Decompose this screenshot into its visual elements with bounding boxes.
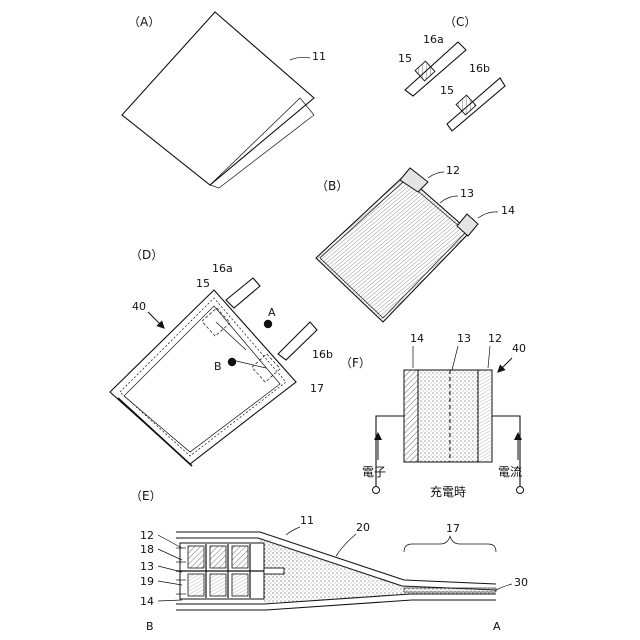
film-bottom — [176, 600, 496, 610]
electrode-14-f — [404, 370, 418, 462]
ref-label-18-e: 18 — [140, 543, 154, 556]
leader-13-e — [158, 566, 182, 572]
separator-13-f — [418, 370, 478, 462]
tab-16a — [405, 42, 466, 96]
ref-label-16b-d: 16b — [312, 348, 333, 361]
ref-label-14-b: 14 — [501, 204, 515, 217]
ref-label-12-b: 12 — [446, 164, 460, 177]
layer-30 — [404, 588, 496, 592]
section-end-b: B — [146, 620, 154, 633]
leader-12-e — [158, 535, 182, 548]
electrode-12-f — [478, 370, 492, 462]
point-b-label: B — [214, 360, 222, 373]
label-electron: 電子 — [362, 465, 386, 479]
ref-label-40-d: 40 — [132, 300, 146, 313]
leader-18-e — [158, 549, 182, 560]
panel-b: （B） 12 13 14 — [316, 164, 515, 322]
arrow-40-f — [500, 358, 512, 370]
label-current: 電流 — [498, 465, 522, 479]
leader-12-f — [488, 346, 490, 368]
ref-label-13-f: 13 — [457, 332, 471, 345]
ref-label-17-d: 17 — [310, 382, 324, 395]
arrow-40-d — [148, 312, 162, 326]
leader-12-b — [428, 172, 444, 178]
leader-11 — [290, 57, 310, 60]
ref-label-13-b: 13 — [460, 187, 474, 200]
electrode-stack-13 — [316, 175, 470, 322]
ref-label-30-e: 30 — [514, 576, 528, 589]
panel-c: （C） 16a 15 16b 15 — [398, 15, 505, 131]
leader-13-b — [440, 196, 458, 203]
panel-d: （D） A B 16a 15 16b 17 40 — [110, 248, 333, 466]
ref-label-11: 11 — [312, 50, 326, 63]
pouch-edge — [118, 398, 192, 466]
tab-16a-d — [226, 278, 260, 308]
point-b-marker — [228, 358, 236, 366]
sealant-15-lower — [456, 95, 476, 115]
panel-label-e: （E） — [130, 489, 162, 503]
terminal-right — [517, 487, 524, 494]
leader-13-f — [452, 346, 458, 370]
leader-20-e — [336, 534, 356, 556]
ref-label-14-f: 14 — [410, 332, 424, 345]
ref-label-20-e: 20 — [356, 521, 370, 534]
ref-label-11-e: 11 — [300, 514, 314, 527]
ref-label-15-lower: 15 — [440, 84, 454, 97]
foil-tip — [264, 568, 284, 574]
ref-label-15-upper: 15 — [398, 52, 412, 65]
ref-label-19-e: 19 — [140, 575, 154, 588]
ref-label-15-d: 15 — [196, 277, 210, 290]
ref-label-12-f: 12 — [488, 332, 502, 345]
leader-30-e — [496, 584, 512, 590]
ref-label-17-e: 17 — [446, 522, 460, 535]
sheet-11-front — [122, 12, 314, 185]
ref-label-16a: 16a — [423, 33, 444, 46]
ref-label-16b: 16b — [469, 62, 490, 75]
panel-e: （E） 12 1 — [130, 489, 528, 633]
ref-label-12-e: 12 — [140, 529, 154, 542]
panel-label-c: （C） — [444, 15, 476, 29]
panel-label-b: （B） — [316, 179, 348, 193]
point-a-marker — [264, 320, 272, 328]
section-end-a: A — [493, 620, 501, 633]
terminal-left — [373, 487, 380, 494]
leader-14-b — [478, 212, 498, 218]
ref-label-40-f: 40 — [512, 342, 526, 355]
panel-label-f: （F） — [340, 356, 371, 370]
pouch-inner — [124, 306, 280, 452]
panel-a: （A） 11 — [122, 12, 326, 188]
leader-14-e — [158, 600, 182, 601]
brace-17 — [404, 536, 496, 552]
point-a-label: A — [268, 306, 276, 319]
ref-label-16a-d: 16a — [212, 262, 233, 275]
leader-11-e — [286, 527, 300, 535]
panel-label-a: （A） — [128, 15, 160, 29]
ref-label-14-e: 14 — [140, 595, 154, 608]
panel-f: （F） 14 13 12 40 電子 電流 充電時 — [340, 332, 526, 499]
panel-label-d: （D） — [130, 248, 163, 262]
ref-label-13-e: 13 — [140, 560, 154, 573]
leader-19-e — [158, 581, 182, 585]
label-charging: 充電時 — [430, 484, 466, 499]
